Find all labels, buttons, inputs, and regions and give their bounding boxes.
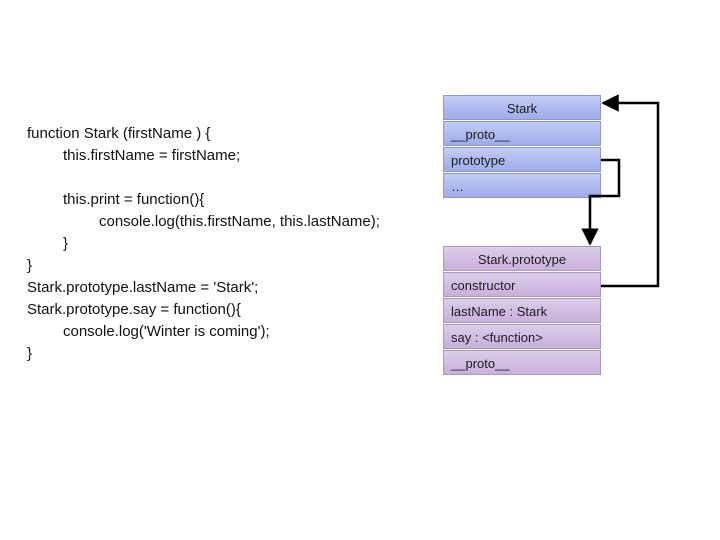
code-line: console.log('Winter is coming'); xyxy=(63,323,270,340)
prototype-lastname-row: lastName : Stark xyxy=(443,298,601,323)
stark-prototype-row: prototype xyxy=(443,147,601,172)
stark-object-box: Stark __proto__ prototype … xyxy=(443,95,601,199)
code-line: function Stark (firstName ) { xyxy=(27,125,211,142)
prototype-proto-row: __proto__ xyxy=(443,350,601,375)
code-line: } xyxy=(27,257,33,274)
code-line: } xyxy=(63,235,69,252)
stark-box-title: Stark xyxy=(443,95,601,120)
code-line: } xyxy=(27,345,33,362)
prototype-to-stark-prototype-arrow xyxy=(581,158,621,246)
code-line: this.print = function(){ xyxy=(63,191,205,208)
stark-prototype-object-box: Stark.prototype constructor lastName : S… xyxy=(443,246,601,376)
constructor-to-stark-arrow xyxy=(601,94,660,288)
code-block: function Stark (firstName ) { this.first… xyxy=(27,123,380,365)
prototype-say-row: say : <function> xyxy=(443,324,601,349)
prototype-constructor-row: constructor xyxy=(443,272,601,297)
code-line: Stark.prototype.lastName = 'Stark'; xyxy=(27,279,259,296)
code-line: console.log(this.firstName, this.lastNam… xyxy=(99,213,380,230)
code-line: this.firstName = firstName; xyxy=(63,147,241,164)
stark-proto-row: __proto__ xyxy=(443,121,601,146)
code-line: Stark.prototype.say = function(){ xyxy=(27,301,241,318)
prototype-box-title: Stark.prototype xyxy=(443,246,601,271)
stark-ellipsis-row: … xyxy=(443,173,601,198)
